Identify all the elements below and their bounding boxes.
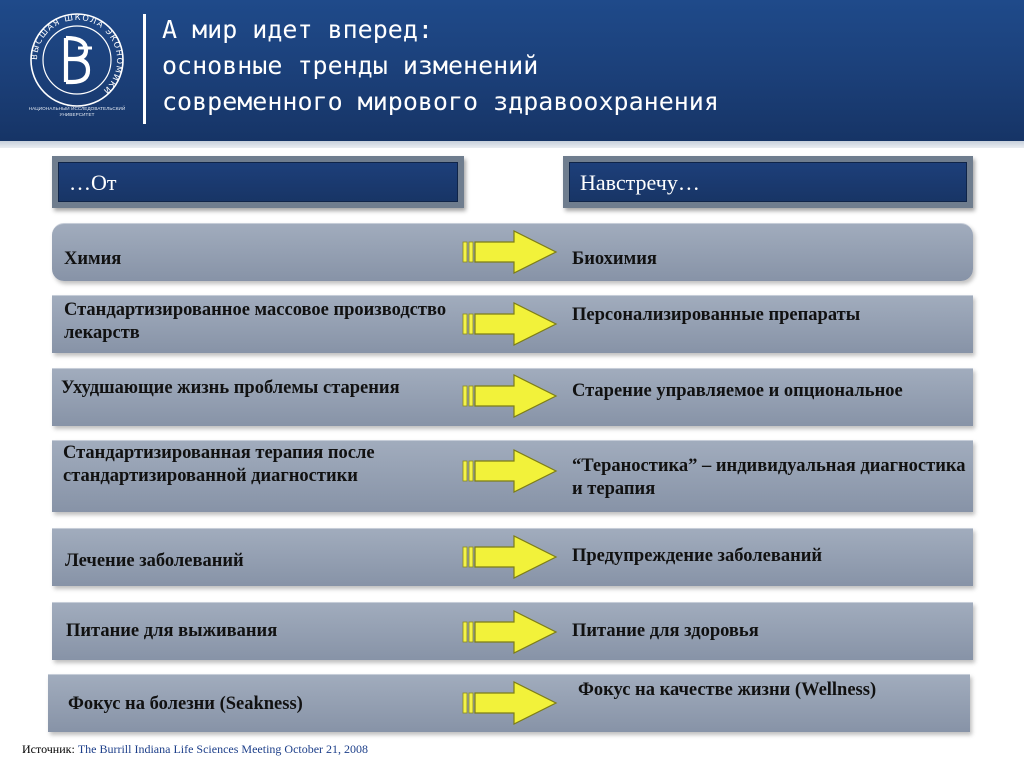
header-underline: [0, 141, 1024, 148]
column-header-to-label: Навстречу…: [569, 162, 967, 202]
header-bar: ВЫСШАЯ ШКОЛА ЭКОНОМИКИ НАЦИОНАЛЬНЫЙ ИССЛ…: [0, 0, 1024, 141]
source-reference: The Burrill Indiana Life Sciences Meetin…: [77, 742, 369, 756]
trend-to: Предупреждение заболеваний: [572, 546, 823, 566]
trend-from: Стандартизированная терапия после станда…: [63, 443, 375, 486]
trend-row-2: Стандартизированное массовое производств…: [52, 295, 973, 353]
header-divider: [143, 14, 146, 124]
title-line-1: А мир идет вперед:: [162, 15, 433, 44]
column-header-from-label: …От: [58, 162, 458, 202]
arrow-right-icon: [462, 374, 558, 418]
trend-to: Питание для здоровья: [572, 621, 759, 641]
university-logo: ВЫСШАЯ ШКОЛА ЭКОНОМИКИ: [22, 12, 132, 124]
trend-to: Биохимия: [572, 249, 657, 269]
trend-from: Химия: [64, 249, 122, 269]
trend-to: Старение управляемое и опциональное: [572, 381, 903, 401]
trend-from: Питание для выживания: [66, 621, 278, 641]
logo-caption: НАЦИОНАЛЬНЫЙ ИССЛЕДОВАТЕЛЬСКИЙ УНИВЕРСИТ…: [28, 106, 126, 117]
page-title: А мир идет вперед: основные тренды измен…: [162, 12, 1002, 120]
source-label: Источник:: [22, 742, 75, 756]
title-line-2: основные тренды изменений: [162, 51, 539, 80]
arrow-right-icon: [462, 681, 558, 725]
trend-from: Ухудшающие жизнь проблемы старения: [61, 378, 400, 398]
source-note: Источник: The Burrill Indiana Life Scien…: [22, 742, 368, 757]
arrow-right-icon: [462, 535, 558, 579]
trend-to: Фокус на качестве жизни (Wellness): [578, 680, 877, 700]
arrow-right-icon: [462, 449, 558, 493]
trend-to: “Тераностика” – индивидуальная диагности…: [572, 456, 966, 499]
trend-from: Стандартизированное массовое производств…: [64, 300, 447, 343]
title-line-3: современного мирового здравоохранения: [162, 87, 719, 116]
arrow-right-icon: [462, 610, 558, 654]
arrow-right-icon: [462, 230, 558, 274]
column-header-from: …От: [52, 156, 464, 208]
column-header-to: Навстречу…: [563, 156, 973, 208]
arrow-right-icon: [462, 302, 558, 346]
trend-to: Персонализированные препараты: [572, 305, 861, 325]
trend-from: Фокус на болезни (Seakness): [68, 694, 303, 714]
trend-from: Лечение заболеваний: [65, 551, 244, 571]
